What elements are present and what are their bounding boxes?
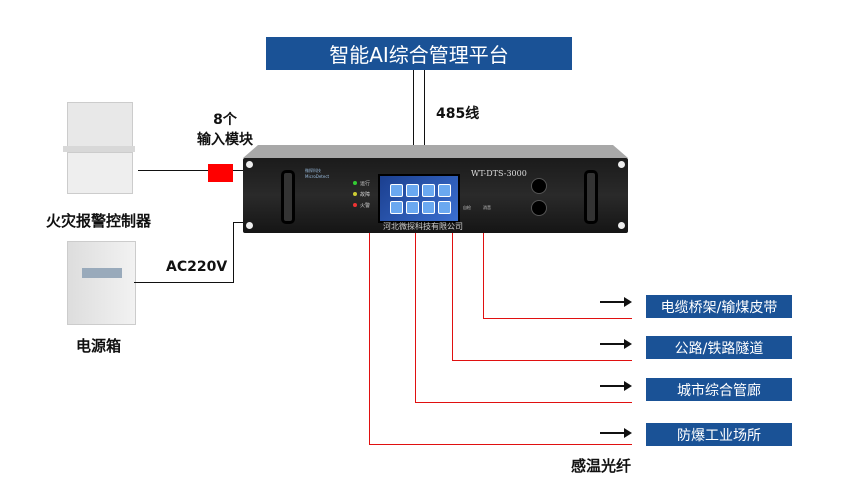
input-module-text: 输入模块 bbox=[197, 132, 253, 148]
fiber-line bbox=[452, 360, 632, 361]
logo: 微探科技 MicroDetect bbox=[305, 168, 330, 179]
application-box: 电缆桥架/输煤皮带 bbox=[646, 295, 792, 318]
fiber-line bbox=[415, 233, 416, 403]
application-box: 防爆工业场所 bbox=[646, 423, 792, 446]
mute-button[interactable]: 消音 bbox=[483, 205, 491, 210]
platform-title-box: 智能AI综合管理平台 bbox=[266, 37, 572, 70]
dts-device-panel: 微探科技 MicroDetect 运行 故障 火警 WT-DTS-3000 自检… bbox=[243, 158, 628, 233]
arrow-icon bbox=[600, 381, 632, 391]
fiber-line bbox=[452, 233, 453, 361]
power-line bbox=[134, 282, 234, 283]
device-top bbox=[243, 145, 628, 158]
cable-485-line bbox=[413, 70, 414, 160]
model-label: WT-DTS-3000 bbox=[471, 169, 527, 178]
input-module-label: 8个输入模块 bbox=[190, 110, 260, 150]
power-label: AC220V bbox=[166, 259, 228, 275]
fire-controller-image bbox=[63, 102, 135, 194]
fiber-line bbox=[483, 318, 632, 319]
self-test-button[interactable]: 自检 bbox=[463, 205, 471, 210]
cable-485-label: 485线 bbox=[436, 106, 480, 122]
handle-left bbox=[281, 170, 295, 224]
power-box-image bbox=[67, 241, 136, 325]
controller-line bbox=[138, 170, 243, 171]
arrow-icon bbox=[600, 297, 632, 307]
arrow-icon bbox=[600, 339, 632, 349]
power-line bbox=[233, 222, 243, 223]
key-switch[interactable] bbox=[531, 200, 547, 216]
fiber-line bbox=[369, 233, 370, 445]
application-box: 城市综合管廊 bbox=[646, 378, 792, 401]
led-label: 火警 bbox=[360, 203, 371, 209]
power-box-label: 电源箱 bbox=[76, 337, 122, 355]
power-line bbox=[233, 222, 234, 283]
fiber-line bbox=[415, 402, 632, 403]
cable-485-line bbox=[424, 70, 425, 160]
led-label: 运行 bbox=[360, 181, 371, 187]
fiber-line bbox=[483, 233, 484, 319]
led-label: 故障 bbox=[360, 192, 371, 198]
arrow-icon bbox=[600, 428, 632, 438]
company-label: 河北微探科技有限公司 bbox=[383, 222, 463, 231]
input-count: 8个 bbox=[213, 112, 237, 128]
key-switch[interactable] bbox=[531, 178, 547, 194]
fire-controller-label: 火灾报警控制器 bbox=[46, 212, 152, 230]
input-module-block bbox=[208, 164, 233, 182]
touch-screen[interactable] bbox=[378, 174, 460, 223]
fiber-line bbox=[369, 444, 632, 445]
application-box: 公路/铁路隧道 bbox=[646, 336, 792, 359]
handle-right bbox=[584, 170, 598, 224]
fiber-label: 感温光纤 bbox=[571, 457, 632, 475]
